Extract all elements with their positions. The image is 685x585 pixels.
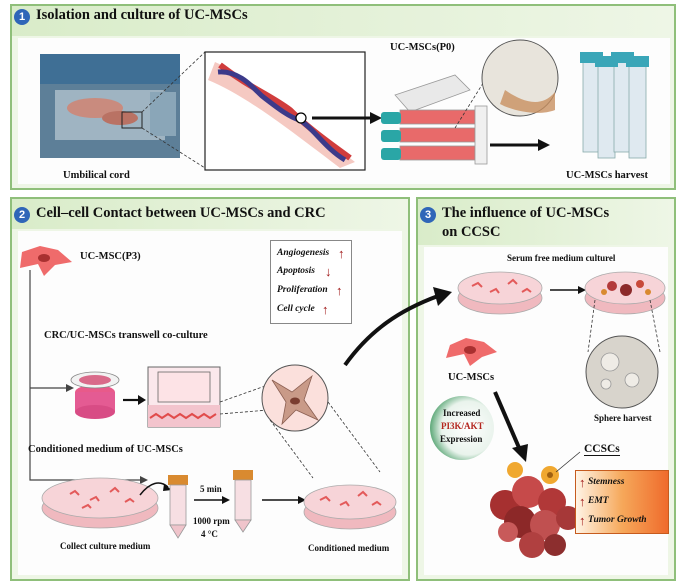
petri-dish-collect: [41, 477, 159, 529]
ccsc-tumor-growth-arrow: ↑: [579, 513, 586, 528]
panel-3-title-line2: on CCSC: [442, 224, 501, 240]
label-ccscs: CCSCs: [584, 443, 620, 456]
label-conditioned-medium: Conditioned medium: [308, 543, 390, 553]
transwell-insert: [70, 371, 120, 419]
label-centrifuge-temp: 4 °C: [201, 529, 218, 539]
label-expression: Expression: [440, 434, 483, 444]
ccsc-emt-label: EMT: [588, 496, 609, 506]
ccsc-stemness-label: Stemness: [588, 477, 625, 487]
umbilical-cord-zoom: [204, 51, 366, 171]
label-conditioned-medium-ucmscs: Conditioned medium of UC-MSCs: [28, 444, 183, 455]
label-transwell-coculture: CRC/UC-MSCs transwell co-culture: [44, 330, 208, 341]
centrifuge-tube-1: [168, 475, 188, 539]
petri-dish-spheres: [584, 271, 666, 315]
ccsc-stemness-arrow: ↑: [579, 475, 586, 490]
ccsc-effects-box: [575, 470, 669, 534]
label-uc-mscs: UC-MSCs: [448, 372, 495, 383]
label-pi3k-akt: PI3K/AKT: [441, 421, 484, 431]
panel-2-title: Cell–cell Contact between UC-MSCs and CR…: [36, 205, 326, 221]
label-serum-free: Serum free medium culturel: [507, 253, 616, 263]
transwell-beaker: [147, 366, 221, 428]
panel-3-title-line1: The influence of UC-MSCs: [442, 205, 610, 221]
panel-header: [12, 199, 408, 229]
panel-header: [12, 6, 674, 36]
harvest-tubes: [580, 52, 649, 159]
label-uc-mscs-harvest: UC-MSCs harvest: [566, 170, 648, 181]
label-collect-culture-medium: Collect culture medium: [60, 541, 151, 551]
panel-1-title: Isolation and culture of UC-MSCs: [36, 7, 248, 23]
label-uc-msc-p3: UC-MSC(P3): [80, 251, 141, 262]
panel-header: [418, 199, 674, 245]
petri-dish-serum-free: [457, 271, 543, 315]
petri-dish-conditioned: [303, 484, 397, 530]
label-uc-mscs-p0: UC-MSCs(P0): [390, 42, 455, 53]
label-increased: Increased: [443, 408, 481, 418]
effect-proliferation-arrow: ↑: [336, 283, 343, 298]
microscope-view-p0: [481, 39, 559, 117]
effects-box: [270, 240, 352, 324]
effect-angiogenesis-label: Angiogenesis: [277, 248, 330, 258]
step-2-badge: 2: [14, 207, 30, 223]
label-umbilical-cord: Umbilical cord: [63, 170, 130, 181]
effect-apoptosis-label: Apoptosis: [277, 266, 316, 276]
label-centrifuge-speed: 1000 rpm: [193, 516, 230, 526]
centrifuge-tube-2: [233, 470, 253, 533]
effect-proliferation-label: Proliferation: [277, 285, 328, 295]
step-1-badge: 1: [14, 9, 30, 25]
ccsc-tumor-cluster: [490, 462, 580, 558]
transition-arrow: [343, 294, 439, 367]
effect-angiogenesis-arrow: ↑: [338, 246, 345, 261]
ccsc-emt-arrow: ↑: [579, 494, 586, 509]
effect-apoptosis-arrow: ↓: [325, 264, 332, 279]
label-centrifuge-time: 5 min: [200, 484, 222, 494]
step-3-badge: 3: [420, 207, 436, 223]
ccsc-tumor-growth-label: Tumor Growth: [588, 515, 647, 525]
surgery-photo: [40, 54, 180, 158]
pi3k-akt-circle: [430, 396, 494, 460]
label-sphere-harvest: Sphere harvest: [594, 413, 652, 423]
effect-cell-cycle-label: Cell cycle: [277, 304, 315, 314]
sphere-microscope-view: [585, 335, 659, 409]
effect-cell-cycle-arrow: ↑: [322, 302, 329, 317]
culture-flasks: [381, 74, 488, 165]
